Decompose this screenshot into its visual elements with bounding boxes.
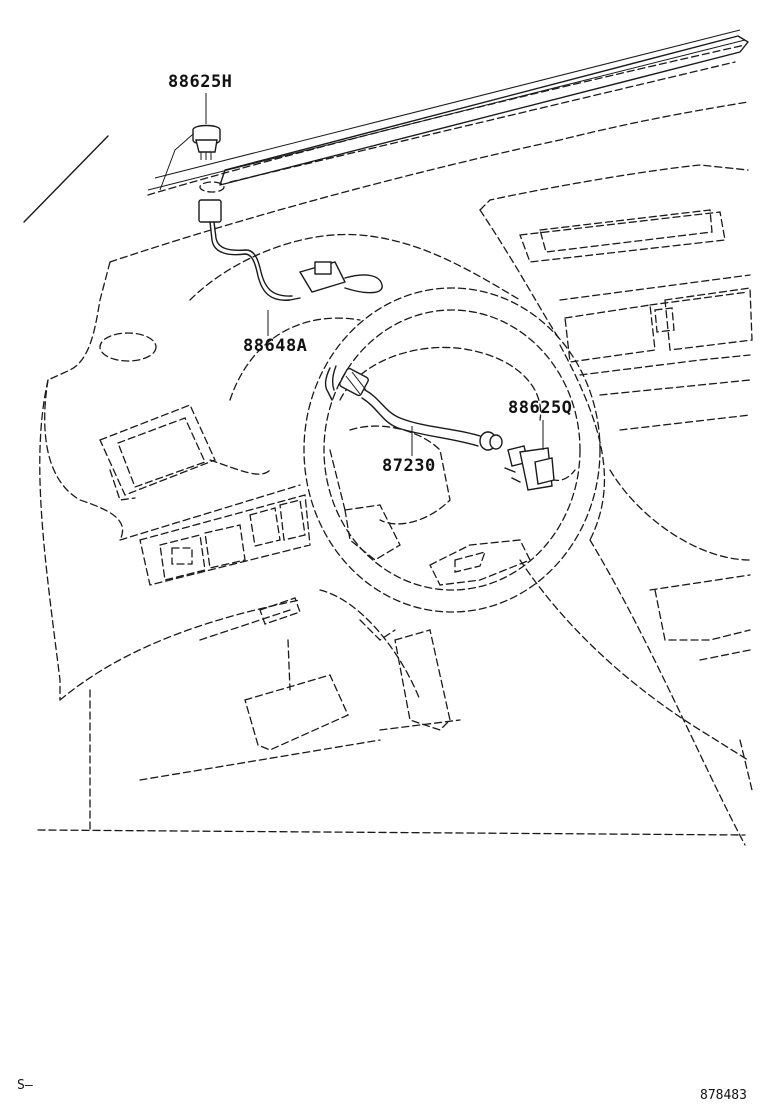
label-87230: 87230 [382, 456, 436, 476]
footer-right-code: 878483 [700, 1088, 747, 1103]
sensor-88625q [504, 420, 555, 491]
center-console [479, 164, 753, 846]
label-88625q: 88625Q [508, 398, 573, 418]
dashboard-top [47, 35, 749, 381]
switch-88625h [192, 93, 221, 160]
hose-87230 [324, 365, 503, 456]
label-88648a: 88648A [243, 336, 308, 356]
instrument-hood [189, 233, 521, 401]
footer-left-code: S— [17, 1078, 33, 1093]
left-dash-panel [39, 379, 381, 831]
label-88625h: 88625H [168, 72, 233, 92]
windshield-lines [23, 29, 746, 223]
lower-column [37, 589, 746, 836]
steering-wheel [303, 287, 601, 613]
harness-88648a [198, 199, 383, 336]
